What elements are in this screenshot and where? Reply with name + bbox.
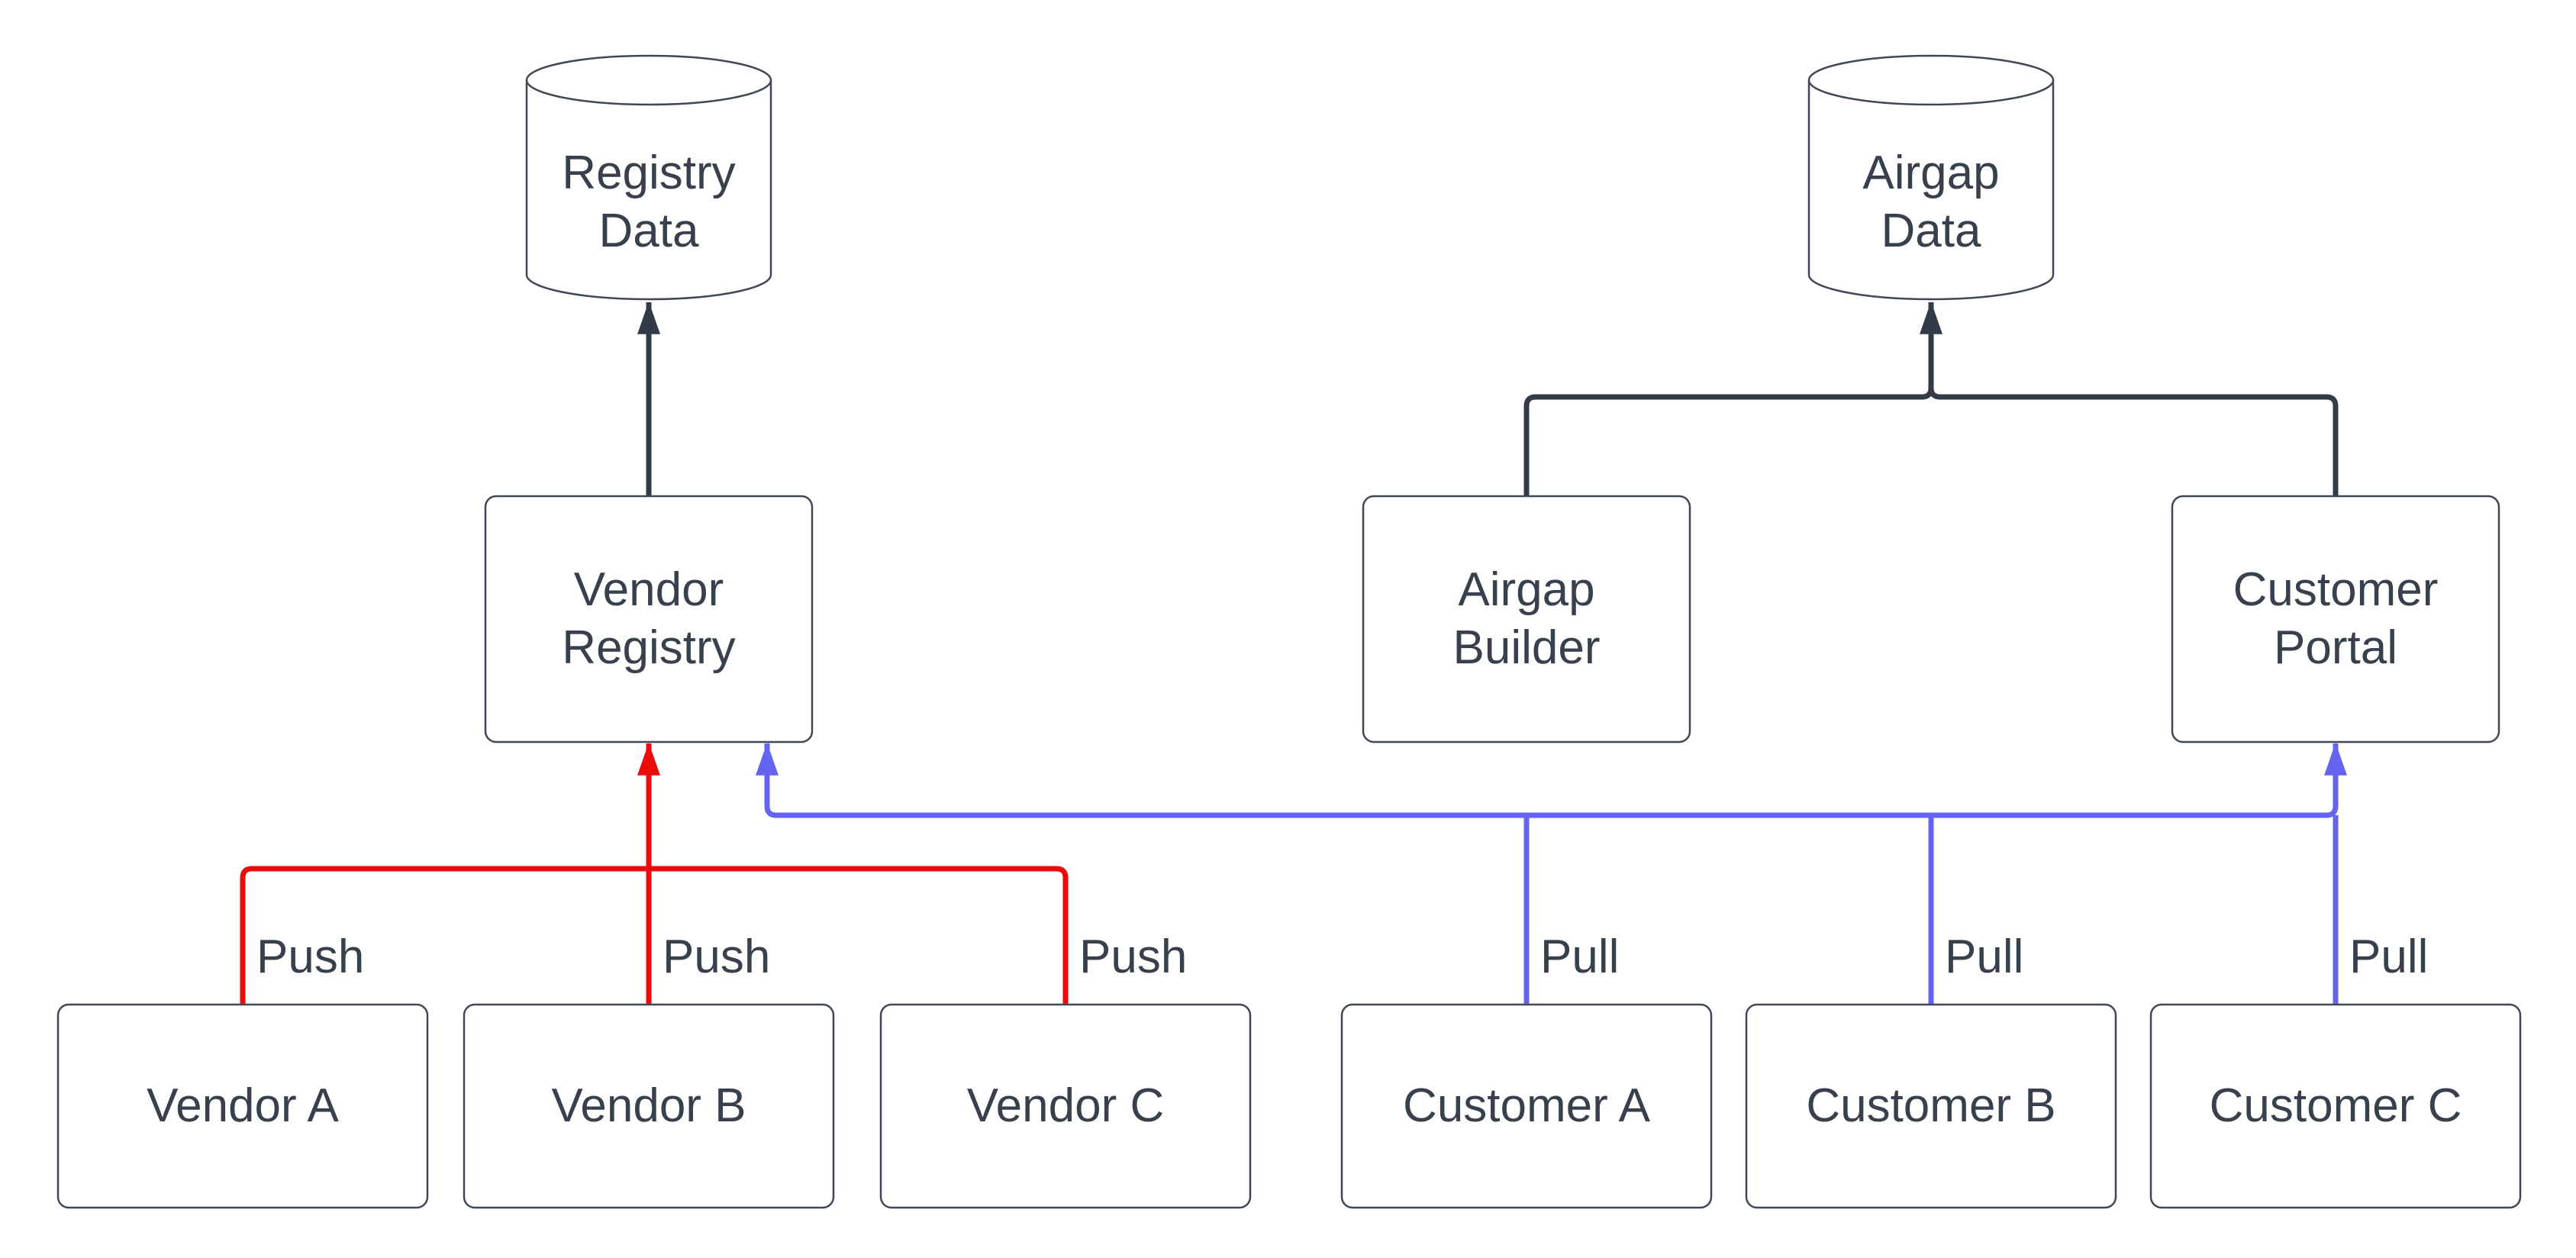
node-customer-b-label: Customer B — [1806, 1079, 2056, 1132]
node-airgap-builder-shape — [1362, 495, 1691, 744]
node-airgap-data-label: Airgap Data — [1862, 147, 2000, 257]
edge-label-push-vendor-c: Push — [1079, 931, 1188, 983]
node-customer-portal-label: Customer Portal — [2233, 563, 2439, 674]
node-customer-a-label: Customer A — [1403, 1079, 1650, 1132]
edge-pull-to-vendor-registry — [756, 742, 1527, 818]
node-vendor-c-shape — [879, 1003, 1252, 1209]
edge-label-pull-customer-c: Pull — [2349, 931, 2429, 983]
cylinder-top — [525, 54, 772, 106]
node-vendor-b-label: Vendor B — [551, 1079, 746, 1132]
node-customer-a-shape — [1340, 1003, 1713, 1209]
node-vendor-c-label: Vendor C — [966, 1079, 1165, 1132]
cylinder-body — [525, 80, 772, 301]
node-customer-portal-shape — [2171, 495, 2500, 744]
node-customer-c-shape — [2149, 1003, 2522, 1209]
node-vendor-registry-label: Vendor Registry — [562, 563, 736, 674]
node-customer-c-label: Customer C — [2209, 1079, 2462, 1132]
node-vendor-b-shape — [463, 1003, 835, 1209]
node-vendor-a-shape — [56, 1003, 429, 1209]
node-airgap-builder-label: Airgap Builder — [1452, 563, 1601, 674]
edge-push-vendor-a-branch — [240, 866, 649, 1005]
node-vendor-a-label: Vendor A — [147, 1079, 339, 1132]
edge-label-pull-customer-a: Pull — [1540, 931, 1620, 983]
node-registry-data-shape — [525, 54, 772, 301]
node-customer-b-shape — [1745, 1003, 2117, 1209]
edge-pull-to-customer-portal — [1527, 742, 2347, 818]
node-vendor-registry-shape — [484, 495, 814, 744]
node-airgap-data-shape — [1807, 54, 2055, 301]
edge-label-pull-customer-b: Pull — [1945, 931, 2024, 983]
node-registry-data-label: Registry Data — [562, 147, 736, 257]
cylinder-top — [1807, 54, 2055, 106]
edge-label-push-vendor-b: Push — [663, 931, 771, 983]
edge-airgap-builder-to-airgap-data — [1523, 301, 1942, 496]
cylinder-body — [1807, 80, 2055, 301]
edge-customer-portal-to-airgap-data — [1928, 387, 2339, 496]
edge-push-vendor-c-branch — [649, 866, 1069, 1005]
edge-label-push-vendor-a: Push — [256, 931, 365, 983]
